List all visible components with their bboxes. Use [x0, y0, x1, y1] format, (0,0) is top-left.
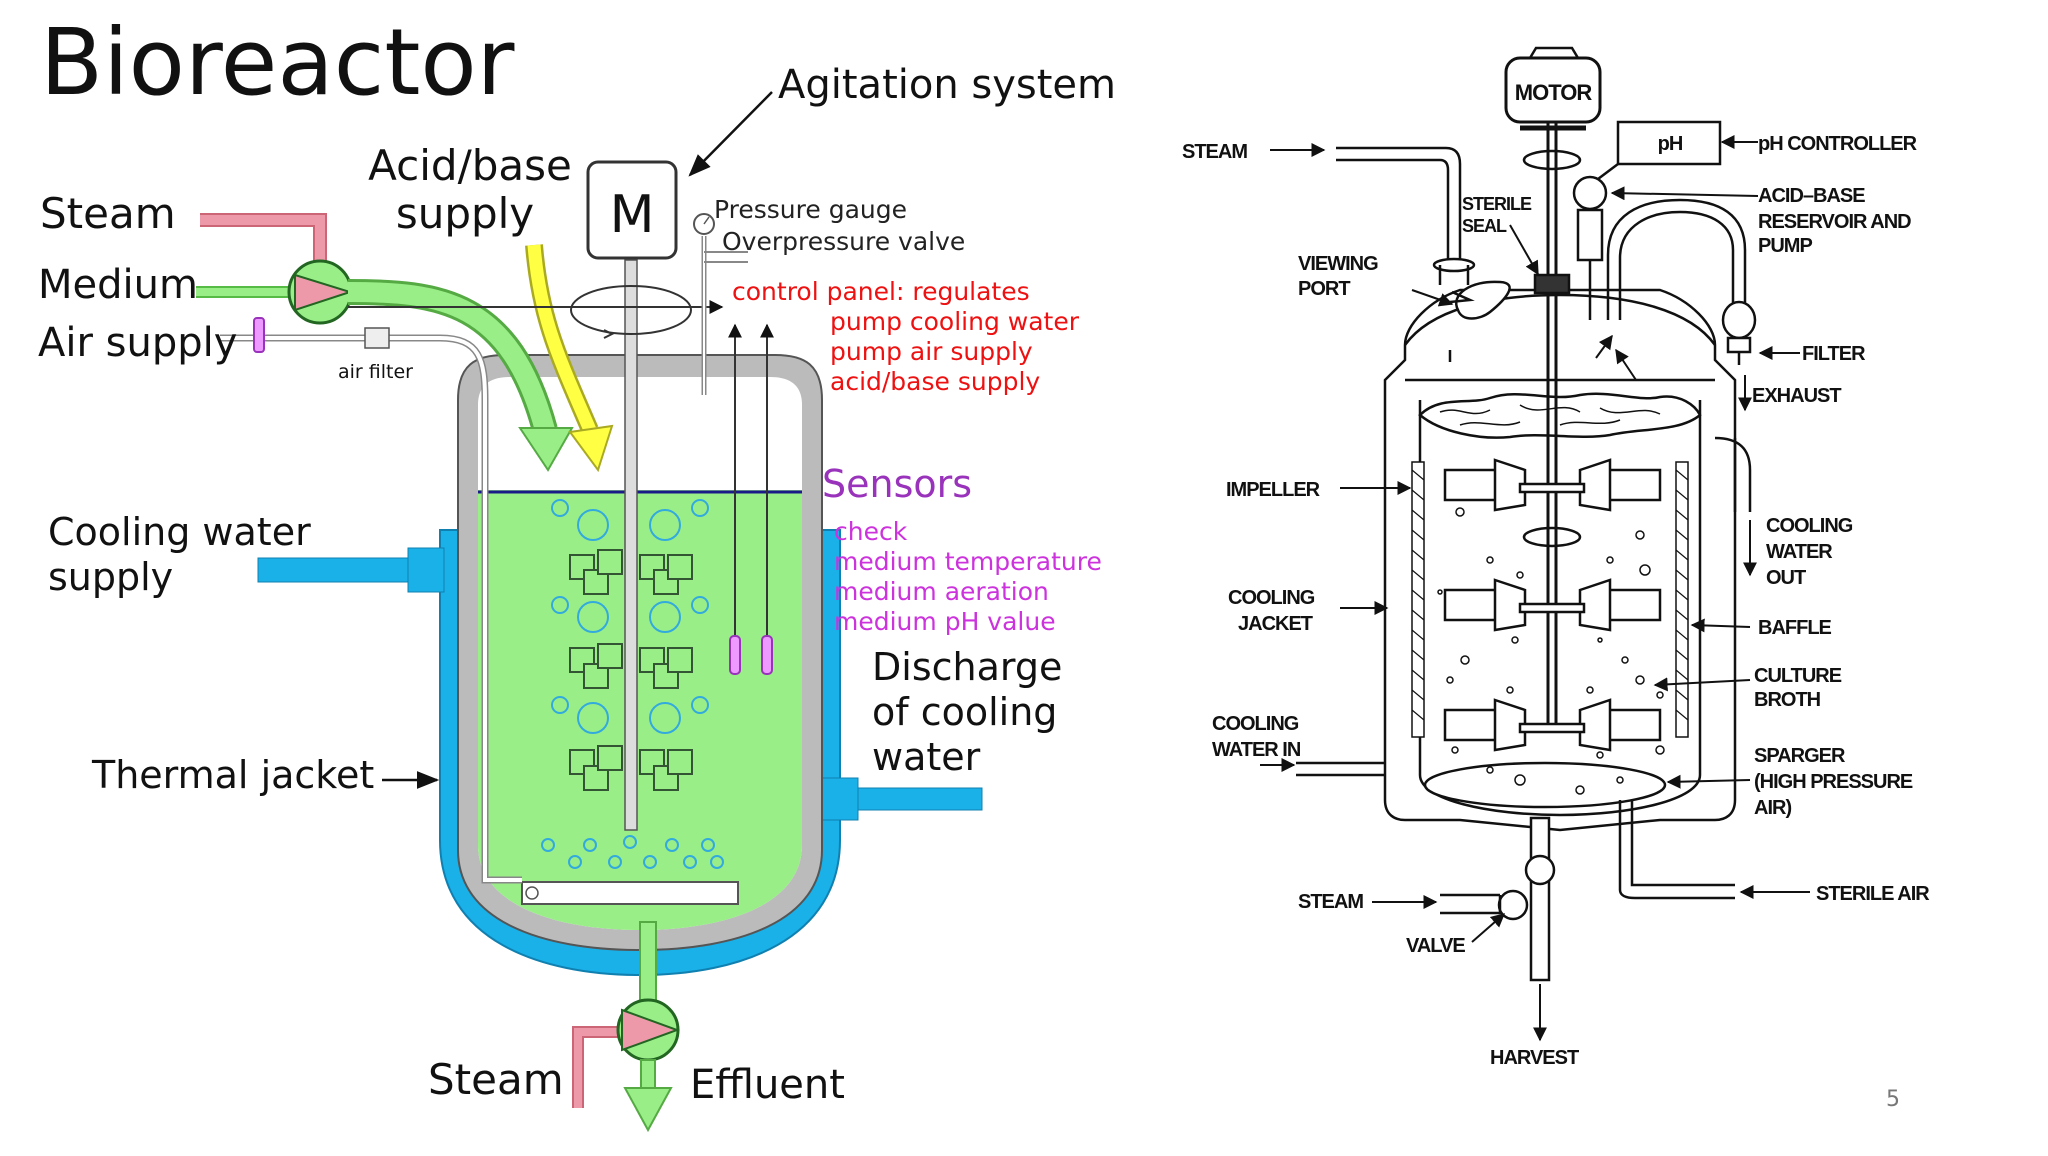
agitation-motor [586, 160, 678, 260]
steam-inlet-pipe [1336, 146, 1462, 265]
thermal-jacket-label: Thermal jacket [91, 753, 374, 797]
air-filter-label: air filter [338, 361, 413, 383]
control-panel-item-2: pump air supply [830, 337, 1033, 366]
control-panel-item-3: acid/base supply [830, 367, 1040, 396]
sparger-ring [1423, 761, 1667, 809]
discharge-label-3: water [872, 735, 981, 779]
sterile-air-text: STERILE AIR [1816, 883, 1930, 905]
cooling-water-label-1: Cooling water [48, 510, 311, 554]
sterile-air-pipe [1618, 800, 1735, 900]
page-number: 5 [1886, 1087, 1900, 1112]
sensors-item-1: check [834, 517, 908, 546]
viewing-port-text-1: VIEWING [1298, 253, 1378, 275]
effluent-arrow [623, 1087, 673, 1133]
cooling-water-in-pipe [1296, 761, 1385, 777]
cooling-water-out-pipe [1714, 436, 1752, 512]
acid-base-reservoir [1572, 175, 1608, 211]
cooling-water-out-text-2: WATER [1766, 541, 1833, 563]
baffle-text: BAFFLE [1758, 617, 1832, 639]
right-bioreactor-diagram [1260, 46, 1810, 1042]
impeller-blades [1443, 458, 1662, 752]
cooling-water-in-text-1: COOLING [1212, 713, 1299, 735]
viewing-port [1455, 280, 1511, 320]
sensors-item-4: medium pH value [834, 607, 1056, 636]
ph-box [1616, 120, 1722, 166]
cooling-jacket-text-2: JACKET [1238, 613, 1313, 635]
left-bioreactor-diagram: M Agitation system Acid/base supply Stea… [38, 62, 1116, 1133]
steam-supply-pipe [200, 213, 327, 270]
sparger-text-2: (HIGH PRESSURE [1754, 771, 1913, 793]
slide-title: Bioreactor [40, 9, 515, 116]
ph-controller-text: pH CONTROLLER [1758, 133, 1918, 155]
acid-base-text-2: RESERVOIR AND [1758, 211, 1911, 233]
motor-text: MOTOR [1515, 80, 1593, 105]
culture-medium [478, 490, 802, 930]
cooling-water-out-text-1: COOLING [1766, 515, 1853, 537]
control-panel-heading: control panel: regulates [732, 277, 1030, 306]
bottom-steam-inlet [1440, 893, 1502, 915]
culture-broth-text-2: BROTH [1754, 689, 1821, 711]
culture-bubbles [1437, 507, 1665, 795]
acid-base-text-1: ACID–BASE [1758, 185, 1865, 207]
sterile-seal-text-2: SEAL [1462, 216, 1507, 236]
acid-base-text-3: PUMP [1758, 235, 1812, 257]
effluent-label: Effluent [690, 1062, 845, 1108]
steam-bottom-label: Steam [428, 1055, 564, 1104]
exhaust-filter [1726, 336, 1752, 354]
agitation-system-label: Agitation system [778, 62, 1116, 108]
steam-top-label: Steam [40, 189, 176, 238]
harvest-text: HARVEST [1490, 1047, 1579, 1069]
sensors-item-2: medium temperature [834, 547, 1102, 576]
steam-top-text: STEAM [1182, 141, 1247, 163]
discharge-label-2: of cooling [872, 690, 1057, 734]
ph-text: pH [1658, 133, 1683, 155]
right-diagram-labels: MOTOR pH STEAM STERILE SEAL VIEWING PORT… [1182, 80, 1931, 1069]
motor-label: M [610, 185, 655, 245]
air-filter-box [364, 327, 390, 349]
control-panel-item-1: pump cooling water [830, 307, 1080, 336]
cooling-water-out-text-3: OUT [1766, 567, 1806, 589]
cooling-water-discharge-pipe [839, 787, 983, 811]
air-inlet-valve [253, 317, 265, 353]
discharge-label-1: Discharge [872, 645, 1062, 689]
bottom-steam-pipe [572, 1026, 618, 1108]
motor-housing [1504, 56, 1602, 124]
impeller-text: IMPELLER [1226, 479, 1321, 501]
agitator-shaft [624, 259, 638, 831]
air-bubbles [541, 499, 724, 869]
overpressure-valve [704, 251, 748, 263]
rotation-indicator [570, 285, 692, 335]
pressure-gauge-label: Pressure gauge [714, 195, 907, 224]
overpressure-valve-label: Overpressure valve [722, 227, 965, 256]
impellers [569, 549, 693, 791]
culture-broth-text-1: CULTURE [1754, 665, 1842, 687]
viewing-port-text-2: PORT [1298, 278, 1350, 300]
acid-base-label-1: Acid/base [368, 141, 572, 190]
valve-text: VALVE [1406, 935, 1465, 957]
sparger-text-3: AIR) [1754, 797, 1791, 819]
sensors-item-3: medium aeration [834, 577, 1049, 606]
air-supply-label: Air supply [38, 320, 237, 366]
medium-label: Medium [38, 262, 198, 308]
broth-surface [1418, 392, 1702, 439]
right-leader-arrows [1260, 135, 1810, 1042]
sterile-seal-text-1: STERILE [1462, 194, 1532, 214]
sterile-seal [1533, 273, 1571, 295]
harvest-pipe [1529, 816, 1551, 982]
harvest-valve-top [1524, 854, 1556, 886]
acid-base-label-2: supply [396, 189, 534, 238]
sparger-text-1: SPARGER [1754, 745, 1846, 767]
steam-bottom-text: STEAM [1298, 891, 1363, 913]
exhaust-text: EXHAUST [1752, 385, 1841, 407]
cooling-water-label-2: supply [48, 555, 173, 599]
cooling-jacket-text-1: COOLING [1228, 587, 1315, 609]
sparger [521, 881, 739, 905]
sensors-heading: Sensors [822, 462, 972, 506]
cooling-water-in-text-2: WATER IN [1212, 739, 1301, 761]
filter-text: FILTER [1802, 343, 1866, 365]
